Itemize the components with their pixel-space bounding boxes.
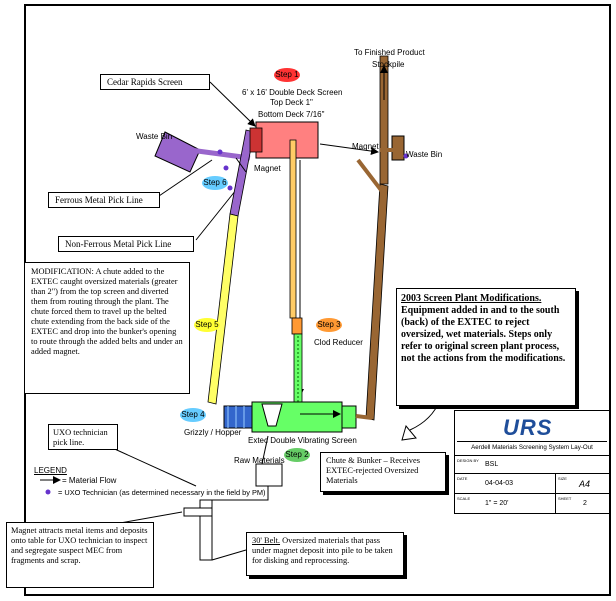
legend-uxo-marker <box>45 489 51 495</box>
extec-screen-label: Extec Double Vibrating Screen <box>248 436 357 445</box>
uxo-pick-line-box: UXO technician pick line. <box>48 424 118 450</box>
clod-reducer-label: Clod Reducer <box>314 338 363 347</box>
uxo-marker <box>403 153 409 159</box>
yellow-belt <box>207 213 239 405</box>
leader-ferrous <box>155 159 213 199</box>
legend-flow-label: = Material Flow <box>62 476 117 485</box>
magnet-right-label: Magnet <box>352 142 379 151</box>
r3-rvalue: 2 <box>583 500 587 507</box>
finished-product-label-2: Stockpile <box>372 60 405 69</box>
screen-plant-title: 2003 Screen Plant Modifications. <box>401 293 542 304</box>
extec-hopper <box>261 403 283 427</box>
screen-plant-body: Equipment added in and to the south (bac… <box>401 305 566 364</box>
double-deck-label-1: 6' x 16' Double Deck Screen <box>242 88 343 97</box>
leader-magnet-attracts <box>119 511 183 524</box>
r2-value: 04-04-03 <box>485 480 514 487</box>
raw-to-bunker <box>261 435 269 465</box>
brown-belt-lower <box>365 183 389 421</box>
modification-note: MODIFICATION: A chute added to the EXTEC… <box>24 262 190 394</box>
belt-30-title: 30' Belt. <box>252 536 281 545</box>
clod-reducer <box>291 317 303 335</box>
r3-divider <box>555 494 556 514</box>
step-1-marker: Step 1 <box>274 68 300 82</box>
leader-uxo <box>107 445 197 487</box>
purple-belt-magnet <box>235 157 247 173</box>
r3-rlabel: SHEET <box>558 496 572 501</box>
screen-to-magnet-flow <box>319 143 379 156</box>
urs-logo: URS <box>503 415 553 440</box>
waste-bin-left-label: Waste Bin <box>136 132 173 141</box>
legend-uxo-label: = UXO Technician (as determined necessar… <box>58 488 266 497</box>
extec-discharge <box>341 405 357 429</box>
step-2-marker: Step 2 <box>284 448 310 462</box>
r3-label: SCALE <box>457 496 471 501</box>
uxo-marker <box>223 165 229 171</box>
step-6-marker: Step 6 <box>202 176 228 190</box>
brown-belt-diagonal <box>356 158 386 196</box>
r1-value: BSL <box>485 461 499 468</box>
raw-materials-label: Raw Materials <box>234 456 285 465</box>
extec-to-brown <box>355 414 373 420</box>
step-3-marker: Step 3 <box>316 318 342 332</box>
title-block-row3: SCALE 1" = 20' SHEET 2 <box>455 493 609 514</box>
leader-nonferrous <box>195 189 237 241</box>
legend-title: LEGEND <box>34 466 67 475</box>
uxo-marker <box>217 149 223 155</box>
r2-divider <box>555 474 556 494</box>
r2-rvalue: A4 <box>579 479 591 489</box>
waste-bin-right-label: Waste Bin <box>406 150 443 159</box>
bunker <box>255 463 283 487</box>
leader-belt30 <box>211 549 247 561</box>
belt-30-box: 30' Belt. Oversized materials that pass … <box>246 532 404 576</box>
r2-label: DATE <box>457 476 468 481</box>
leader-cedar-rapids <box>209 81 256 127</box>
nonferrous-pick-line-box: Non-Ferrous Metal Pick Line <box>58 236 194 252</box>
uxo-marker <box>227 185 233 191</box>
double-deck-label-2: Top Deck 1" <box>270 98 313 107</box>
magnet-attracts-box: Magnet attracts metal items and deposits… <box>6 522 154 588</box>
r3-value: 1" = 20' <box>485 500 509 507</box>
r1-label: DESIGN BY <box>457 458 479 463</box>
title-block-title: Aerdell Materials Screening System Lay-O… <box>457 441 607 451</box>
grizzly-hopper-label: Grizzly / Hopper <box>184 428 242 437</box>
cedar-rapids-box: Cedar Rapids Screen <box>100 74 210 90</box>
double-deck-label-3: Bottom Deck 7/16" <box>258 110 325 119</box>
belt-30-body: Oversized materials that pass under magn… <box>252 536 393 565</box>
waste-bin-left <box>154 131 201 173</box>
ferrous-pick-line-box: Ferrous Metal Pick Line <box>48 192 160 208</box>
double-deck-screen <box>255 121 319 159</box>
note-callout-arrowhead <box>401 424 417 441</box>
title-block-row2: DATE 04-04-03 SIZE A4 <box>455 473 609 494</box>
step-4-marker: Step 4 <box>180 408 206 422</box>
screen-feed-end <box>249 127 263 153</box>
title-block-row1: DESIGN BY BSL <box>455 455 609 474</box>
r2-rlabel: SIZE <box>558 476 567 481</box>
screen-plant-note: 2003 Screen Plant Modifications. Equipme… <box>396 288 576 406</box>
finished-product-label-1: To Finished Product <box>354 48 425 57</box>
magnet-top-label: Magnet <box>254 164 281 173</box>
orange-belt <box>289 139 297 319</box>
chute-bunker-box: Chute & Bunker – Receives EXTEC-rejected… <box>320 452 446 492</box>
title-block: URS Aerdell Materials Screening System L… <box>454 410 610 514</box>
step-5-marker: Step 5 <box>194 318 220 332</box>
uxo-magnet <box>183 507 213 517</box>
